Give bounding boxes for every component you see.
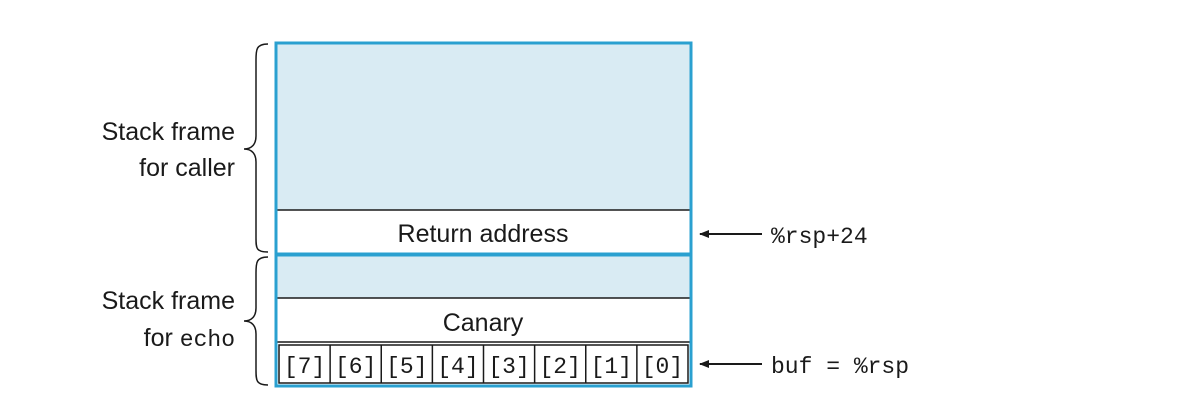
buffer-byte-5: [5] [386,354,427,380]
echo-frame-border [274,253,693,388]
caller-frame-fill [276,43,691,210]
buffer-row: [7] [6] [5] [4] [3] [2] [1] [0] [276,341,691,384]
echo-frame: Canary [7] [6] [5] [4] [3] [2] [1] [0] [274,253,693,388]
canary-cell [276,298,691,342]
caller-frame-brace [243,43,269,253]
echo-frame-label-line2: for echo [144,324,235,353]
echo-frame-label-prefix: for [144,324,180,352]
return-address-cell [276,210,691,254]
echo-function-name: echo [180,327,235,353]
caller-frame-label-line1: Stack frame [102,118,235,146]
return-address-label: Return address [398,220,569,248]
buffer-byte-0: [0] [642,354,683,380]
echo-frame-brace [243,256,269,386]
canary-label: Canary [443,309,524,337]
buffer-byte-2: [2] [539,354,580,380]
buffer-byte-7: [7] [284,354,325,380]
caller-frame: Return address [274,41,693,256]
caller-frame-label-line2: for caller [139,154,235,182]
rsp-plus-24-label: %rsp+24 [771,224,868,250]
buffer-byte-1: [1] [591,354,632,380]
echo-frame-fill [276,255,691,298]
buf-pointer-label: buf = %rsp [771,354,909,380]
buffer-byte-3: [3] [488,354,529,380]
buffer-byte-4: [4] [437,354,478,380]
echo-frame-label-line1: Stack frame [102,287,235,315]
buffer-byte-6: [6] [335,354,376,380]
